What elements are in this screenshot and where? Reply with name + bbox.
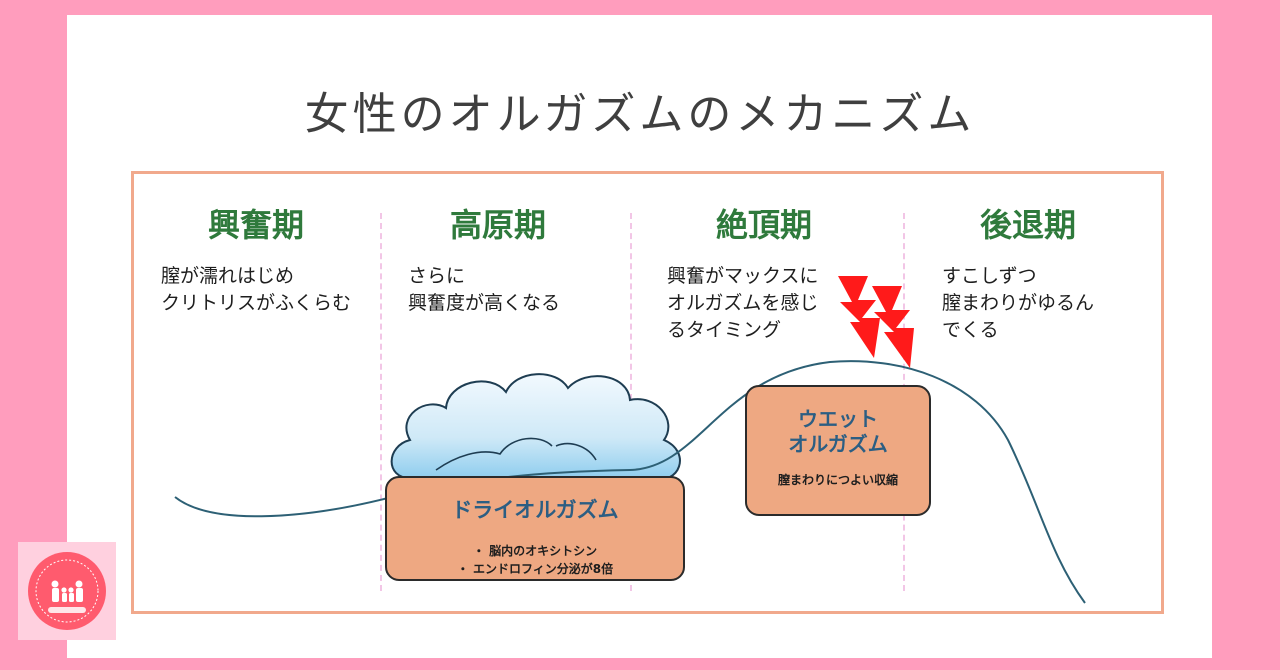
desc-line: でくる <box>942 319 999 341</box>
desc-line: るタイミング <box>667 319 782 341</box>
dry-orgasm-bullets: ・ 脳内のオキシトシン ・ エンドロフィン分泌が8倍 <box>387 542 683 578</box>
desc-line: さらに <box>408 265 466 287</box>
phase-desc-plateau: さらに 興奮度が高くなる <box>408 263 560 317</box>
desc-line: 興奮度が高くなる <box>408 292 561 314</box>
diagram-frame <box>131 171 1164 614</box>
phase-desc-resolution: すこしずつ 膣まわりがゆるん でくる <box>942 263 1094 344</box>
dry-orgasm-box: ドライオルガズム ・ 脳内のオキシトシン ・ エンドロフィン分泌が8倍 <box>385 476 685 581</box>
response-curve <box>174 360 1086 604</box>
wet-orgasm-title-line: オルガズム <box>788 432 888 456</box>
page-title: 女性のオルガズムのメカニズム <box>304 89 976 140</box>
phase-heading-orgasm: 絶頂期 <box>715 206 812 244</box>
phase-desc-excitement: 膣が濡れはじめ クリトリスがふくらむ <box>161 263 351 317</box>
phase-heading-plateau: 高原期 <box>449 206 546 244</box>
desc-line: 膣まわりがゆるん <box>942 292 1095 314</box>
desc-line: 興奮がマックスに <box>667 265 819 287</box>
phase-desc-orgasm: 興奮がマックスに オルガズムを感じ るタイミング <box>667 263 818 344</box>
phase-heading-resolution: 後退期 <box>979 206 1076 244</box>
wet-orgasm-title: ウエット オルガズム <box>747 407 929 457</box>
wet-orgasm-note: 膣まわりにつよい収縮 <box>777 473 898 487</box>
desc-line: クリトリスがふくらむ <box>161 292 352 314</box>
desc-line: オルガズムを感じ <box>667 292 819 314</box>
dry-orgasm-title: ドライオルガズム <box>451 498 619 522</box>
lightning-bolt-icon <box>838 276 914 368</box>
site-logo <box>18 542 116 640</box>
bullet-item: ・ 脳内のオキシトシン <box>472 544 598 558</box>
desc-line: 膣が濡れはじめ <box>161 265 295 287</box>
phase-heading-excitement: 興奮期 <box>207 206 304 244</box>
phase-divider <box>380 213 382 591</box>
wet-orgasm-title-line: ウエット <box>798 407 878 431</box>
cloud-icon <box>390 373 681 491</box>
bullet-item: ・ エンドロフィン分泌が8倍 <box>456 562 614 576</box>
desc-line: すこしずつ <box>942 265 1037 287</box>
wet-orgasm-box: ウエット オルガズム 膣まわりにつよい収縮 <box>745 385 931 516</box>
family-logo-icon <box>28 552 106 630</box>
